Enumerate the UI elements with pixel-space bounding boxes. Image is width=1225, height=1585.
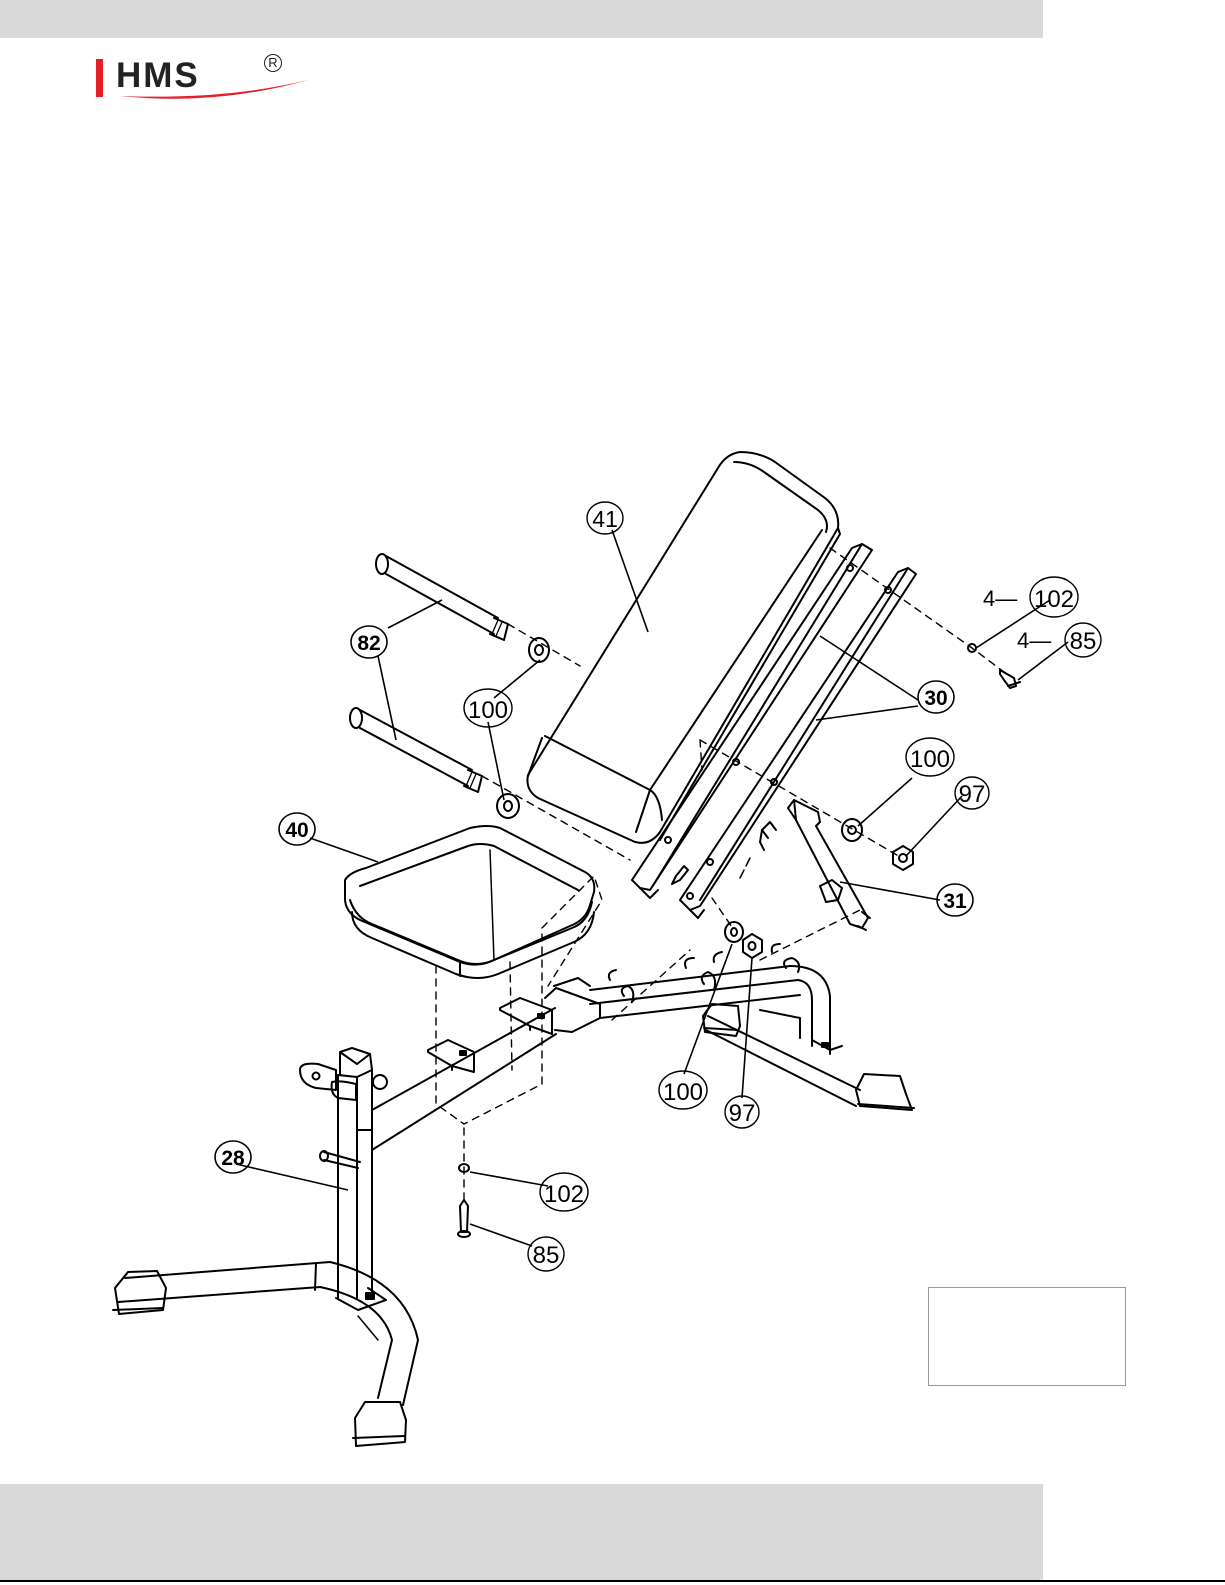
callout-31: 31 — [937, 884, 973, 916]
callout-85-top-label: 85 — [1070, 628, 1097, 655]
pins — [350, 554, 508, 792]
callout-102-bottom-label: 102 — [544, 1181, 584, 1208]
callout-40: 40 — [279, 813, 315, 845]
callout-85-bottom: 85 — [528, 1237, 564, 1271]
base-frame — [113, 944, 914, 1446]
backrest-pad — [527, 452, 840, 843]
seat-pad — [345, 826, 594, 978]
callout-82: 82 — [351, 626, 387, 658]
callout-97-lower: 97 — [725, 1096, 759, 1128]
callout-100-right-label: 100 — [910, 746, 950, 773]
callout-41: 41 — [587, 502, 623, 534]
callout-85-top: 4— 85 — [1017, 623, 1101, 657]
callout-97-right: 97 — [955, 777, 989, 809]
callout-100-upper: 100 — [464, 689, 512, 727]
backrest-rails — [632, 544, 916, 918]
callout-97-right-label: 97 — [959, 781, 986, 808]
callout-97-lower-label: 97 — [729, 1100, 756, 1127]
callout-41-label: 41 — [592, 506, 618, 532]
callout-102-bottom: 102 — [540, 1173, 588, 1211]
part-callouts: 41 82 100 30 4— 102 4— 85 100 — [215, 502, 1101, 1271]
callout-102-top: 4— 102 — [983, 577, 1078, 617]
callout-100-right: 100 — [906, 738, 954, 776]
callout-30: 30 — [918, 681, 954, 713]
footer-band — [0, 1484, 1043, 1580]
callout-85-top-prefix: 4— — [1017, 628, 1051, 653]
callout-40-label: 40 — [285, 819, 308, 842]
callout-31-label: 31 — [943, 890, 967, 913]
callout-28: 28 — [215, 1141, 251, 1173]
callout-82-label: 82 — [357, 632, 380, 655]
callout-100-upper-label: 100 — [468, 697, 508, 724]
callout-102-top-prefix: 4— — [983, 586, 1017, 611]
callout-28-label: 28 — [221, 1147, 245, 1170]
callout-30-label: 30 — [924, 687, 947, 710]
footer-rule — [0, 1580, 1225, 1582]
callout-100-lower-label: 100 — [663, 1079, 703, 1106]
callout-85-bottom-label: 85 — [533, 1242, 560, 1269]
note-box — [928, 1287, 1126, 1386]
callout-100-lower: 100 — [659, 1071, 707, 1109]
callout-102-top-label: 102 — [1034, 586, 1074, 613]
